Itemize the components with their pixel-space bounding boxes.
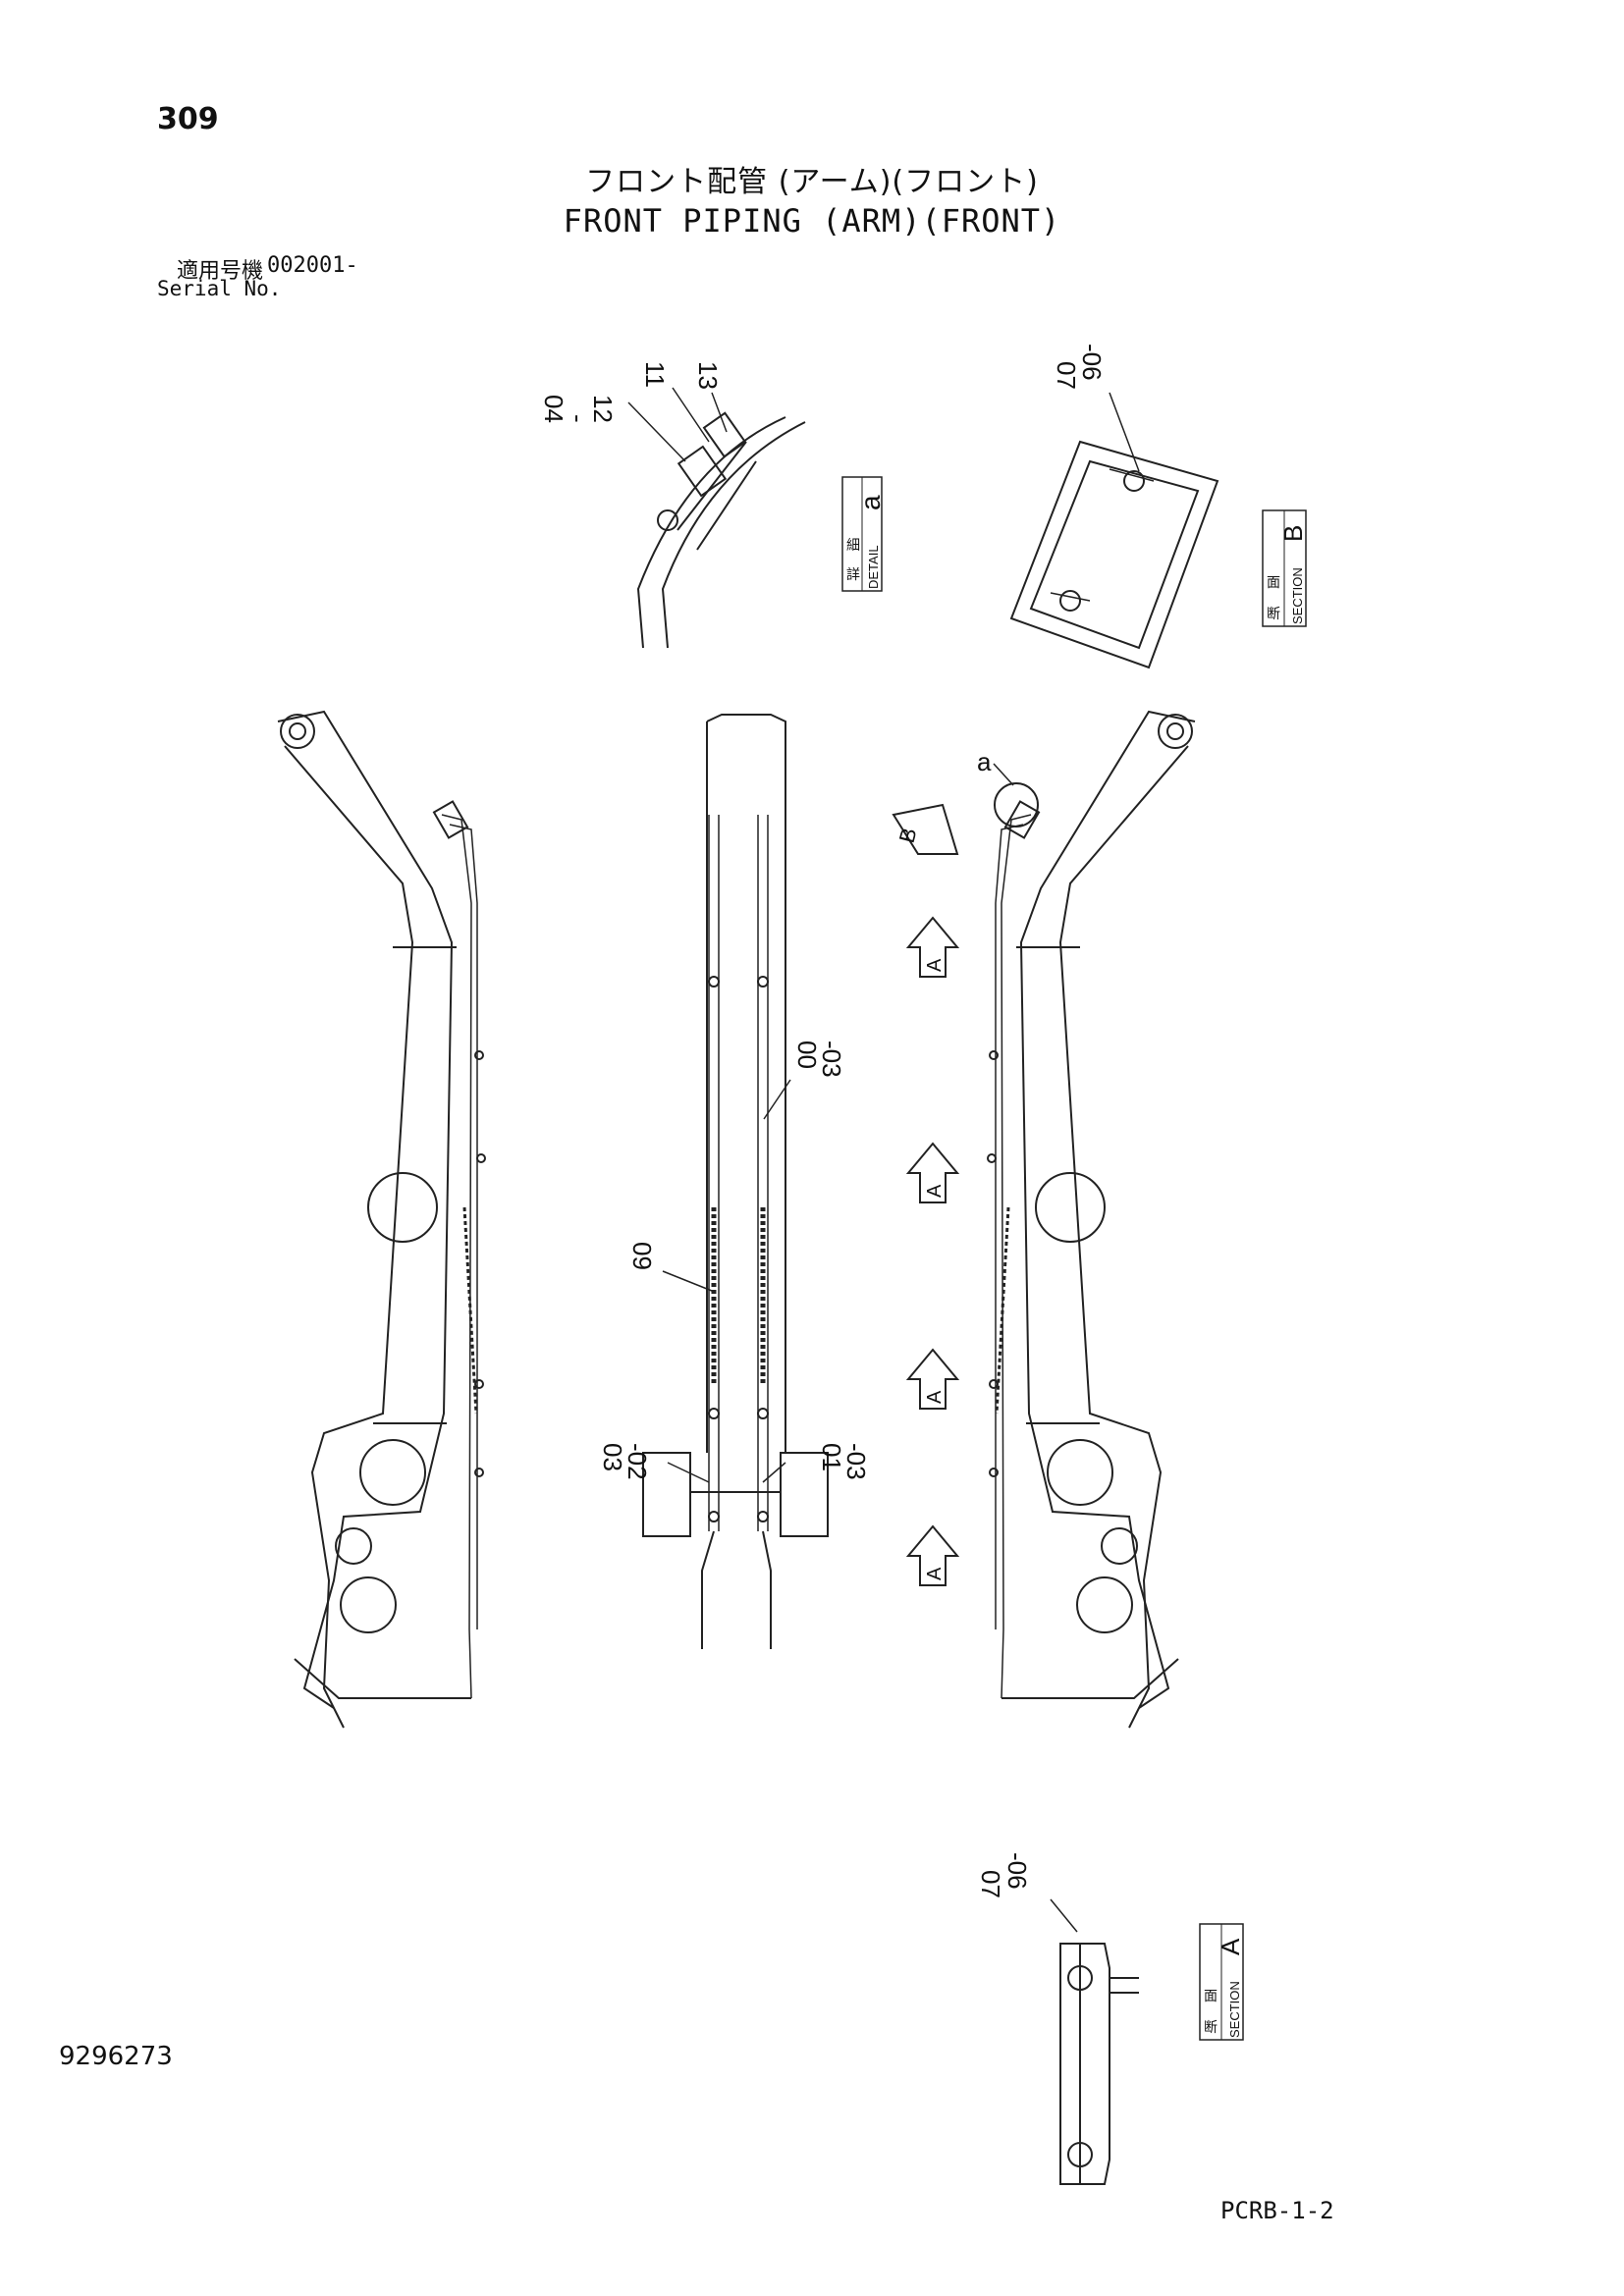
section-a-callout-07: 07 (976, 1870, 1005, 1898)
serial-label-japanese: 適用号機 (177, 259, 264, 284)
detail-a-jp-1: 詳 (846, 566, 860, 582)
view-arrow-a2 (905, 1142, 960, 1203)
marker-a3: A (924, 1390, 946, 1404)
section-a-letter: A (1216, 1938, 1245, 1955)
callout-03-a: -03 (817, 1041, 846, 1078)
arm-left-piping (432, 800, 486, 1699)
serial-label-english: Serial No. (157, 277, 282, 300)
arm-right-piping (987, 782, 1041, 1699)
main-leader-lines (662, 763, 1014, 1483)
document-number: 9296273 (59, 2042, 173, 2071)
section-b-callout-07: 07 (1052, 361, 1081, 390)
view-arrow-a3 (905, 1348, 960, 1410)
callout-00: 00 (792, 1041, 822, 1069)
detail-a-letter: a (855, 495, 886, 510)
callout-12: 12 (588, 395, 618, 423)
section-b-jp-2: 面 (1267, 574, 1280, 590)
callout-01: 01 (817, 1443, 846, 1471)
arm-center-piping (701, 815, 772, 1649)
section-a-view (1050, 1898, 1139, 2185)
view-arrow-a4 (905, 1524, 960, 1586)
marker-b: B (894, 826, 922, 846)
title-english: FRONT PIPING (ARM)(FRONT) (563, 202, 1061, 240)
page-code: PCRB-1-2 (1220, 2197, 1334, 2224)
callout-09: 09 (627, 1242, 657, 1270)
callout-a-main: a (977, 747, 992, 776)
view-arrow-a1 (905, 916, 960, 978)
title-japanese: フロント配管 (アーム)(フロント) (585, 165, 1039, 199)
section-b-label-box (1262, 509, 1307, 627)
callout-13: 13 (693, 361, 723, 390)
section-b-en: SECTION (1290, 567, 1305, 624)
marker-a4: A (924, 1567, 946, 1580)
detail-a-en: DETAIL (866, 545, 881, 589)
section-b-letter: B (1278, 525, 1308, 542)
arm-center (642, 714, 829, 1537)
serial-value: 002001- (267, 253, 358, 278)
callout-03-b: 03 (598, 1443, 627, 1471)
arm-left (277, 710, 471, 1729)
page-number: 309 (157, 102, 219, 136)
callout-04: 04 (539, 395, 568, 423)
section-a-jp-2: 面 (1204, 1988, 1218, 2003)
callout-03-c: -03 (841, 1443, 871, 1480)
callout-02: -02 (623, 1443, 652, 1480)
section-b-callout-06: -06 (1077, 344, 1107, 381)
section-b-jp-1: 断 (1267, 606, 1280, 621)
callout-11: 11 (640, 361, 670, 388)
callout-dash: - (564, 414, 593, 423)
section-a-callout-06: -06 (1002, 1852, 1032, 1890)
section-a-label-box (1199, 1923, 1244, 2041)
section-a-jp-1: 断 (1204, 2019, 1218, 2035)
arm-right (1001, 710, 1196, 1729)
detail-a-jp-2: 細 (846, 537, 860, 553)
view-arrow-b (892, 803, 959, 855)
section-a-en: SECTION (1227, 1981, 1242, 2038)
marker-a1: A (924, 958, 946, 972)
detail-a-label-box (841, 476, 883, 592)
marker-a2: A (924, 1184, 946, 1198)
detail-a-view (627, 387, 806, 649)
section-b-view (1009, 392, 1219, 669)
